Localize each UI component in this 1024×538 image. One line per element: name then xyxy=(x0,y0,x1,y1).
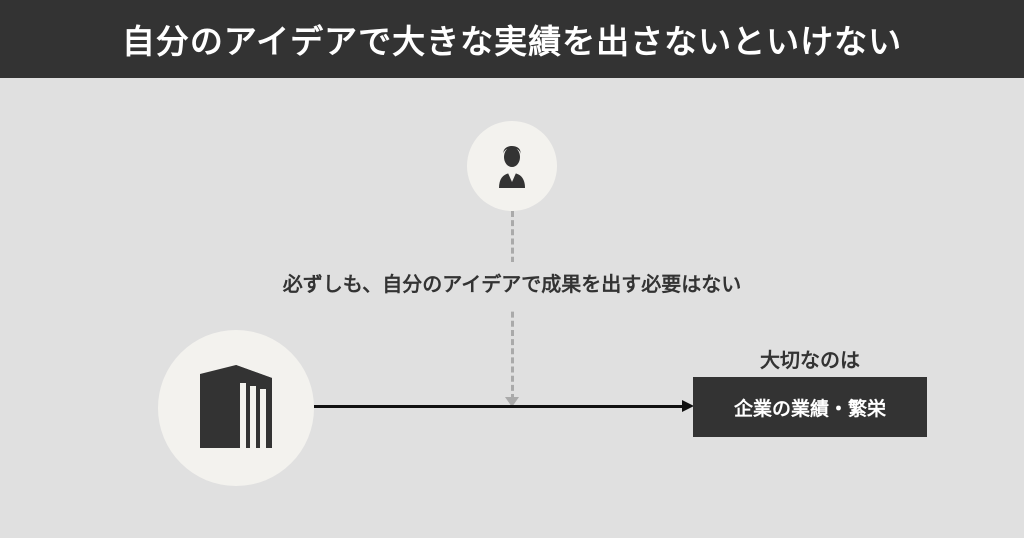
building-circle xyxy=(158,330,314,486)
result-box-text: 企業の業績・繁栄 xyxy=(733,397,886,420)
result-label: 大切なのは xyxy=(760,348,860,372)
main-arrow xyxy=(314,405,684,408)
dashed-arrowhead xyxy=(505,397,519,407)
main-arrowhead xyxy=(682,400,694,412)
result-box: 企業の業績・繁栄 xyxy=(693,377,927,437)
middle-statement: 必ずしも、自分のアイデアで成果を出す必要はない xyxy=(282,272,742,296)
page-title: 自分のアイデアで大きな実績を出さないといけない xyxy=(121,22,903,61)
building-icon xyxy=(200,365,272,448)
person-circle xyxy=(467,121,557,211)
title-bar: 自分のアイデアで大きな実績を出さないといけない xyxy=(0,0,1024,78)
person-icon xyxy=(499,146,525,188)
dashed-connector-gap xyxy=(480,262,544,310)
